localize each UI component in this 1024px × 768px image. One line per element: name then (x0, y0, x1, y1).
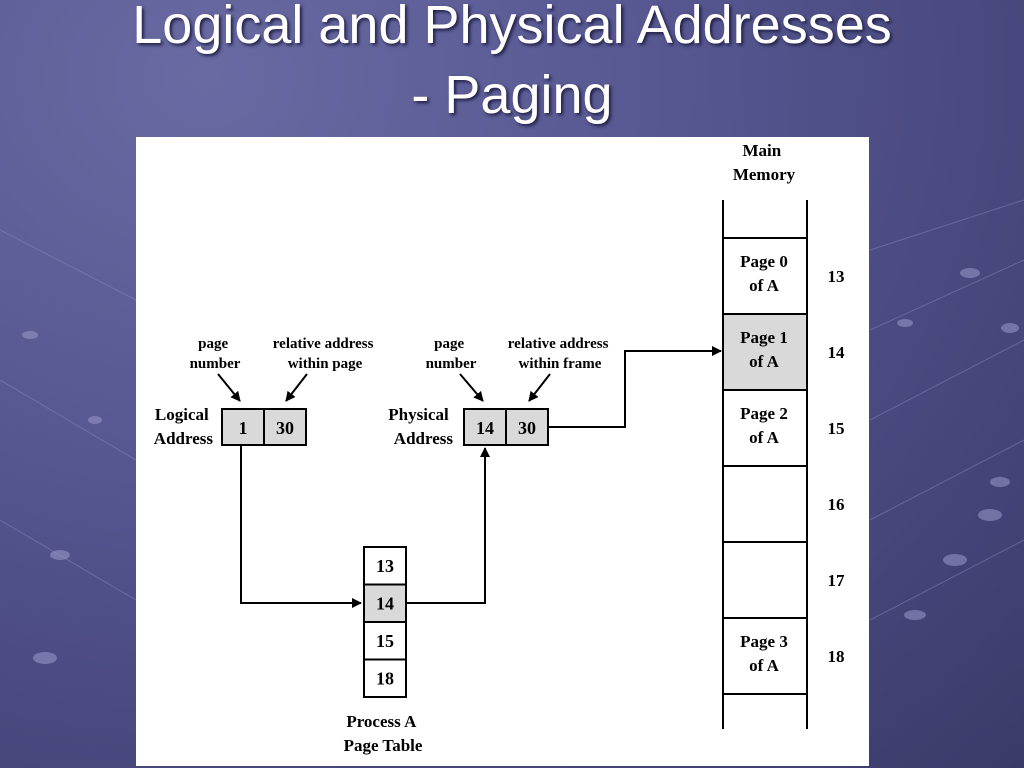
memory-frame-highlight (724, 315, 806, 389)
arrow-logical-to-page-table (240, 445, 362, 608)
page-table-entry: 15 (376, 631, 394, 651)
page-table-cell (363, 658, 407, 698)
logical-page-value: 1 (239, 418, 248, 438)
logical-offset-caption: relative address within page (273, 336, 377, 372)
page-table-entry: 13 (376, 556, 394, 576)
physical-offset-value: 30 (518, 418, 536, 438)
arrow-physical-to-memory (548, 346, 722, 428)
memory-frame-number: 16 (828, 495, 845, 514)
page-table: 13 14 15 18 (363, 546, 407, 698)
physical-page-number-caption: page number (426, 336, 477, 372)
memory-frame-number: 14 (828, 343, 846, 362)
logical-address-label: Logical Address (154, 405, 214, 448)
page-table-entry: 18 (376, 669, 394, 689)
arrow-page-table-to-physical (406, 447, 490, 604)
page-table-entry: 14 (376, 594, 394, 614)
physical-address-label: Physical Address (388, 405, 453, 448)
physical-offset-caption: relative address within frame (508, 336, 612, 372)
page-table-label: Process A Page Table (344, 712, 423, 755)
memory-frame-number: 13 (828, 267, 845, 286)
logical-offset-box (263, 408, 307, 446)
page-table-cell (363, 621, 407, 661)
slide-title-line-2: - Paging (411, 65, 613, 125)
physical-frame-box (463, 408, 507, 446)
slide-title: Logical and Physical Addresses - Paging (0, 0, 1024, 130)
main-memory-label: Main Memory (733, 141, 796, 184)
logical-page-number-caption: page number (190, 336, 241, 372)
memory-frame-number: 15 (828, 419, 845, 438)
slide-title-line-1: Logical and Physical Addresses (132, 0, 892, 55)
page-table-cell (363, 583, 407, 623)
memory-frame-number: 18 (828, 647, 845, 666)
physical-frame-value: 14 (476, 418, 494, 438)
memory-frame-number: 17 (828, 571, 846, 590)
logical-offset-value: 30 (276, 418, 294, 438)
